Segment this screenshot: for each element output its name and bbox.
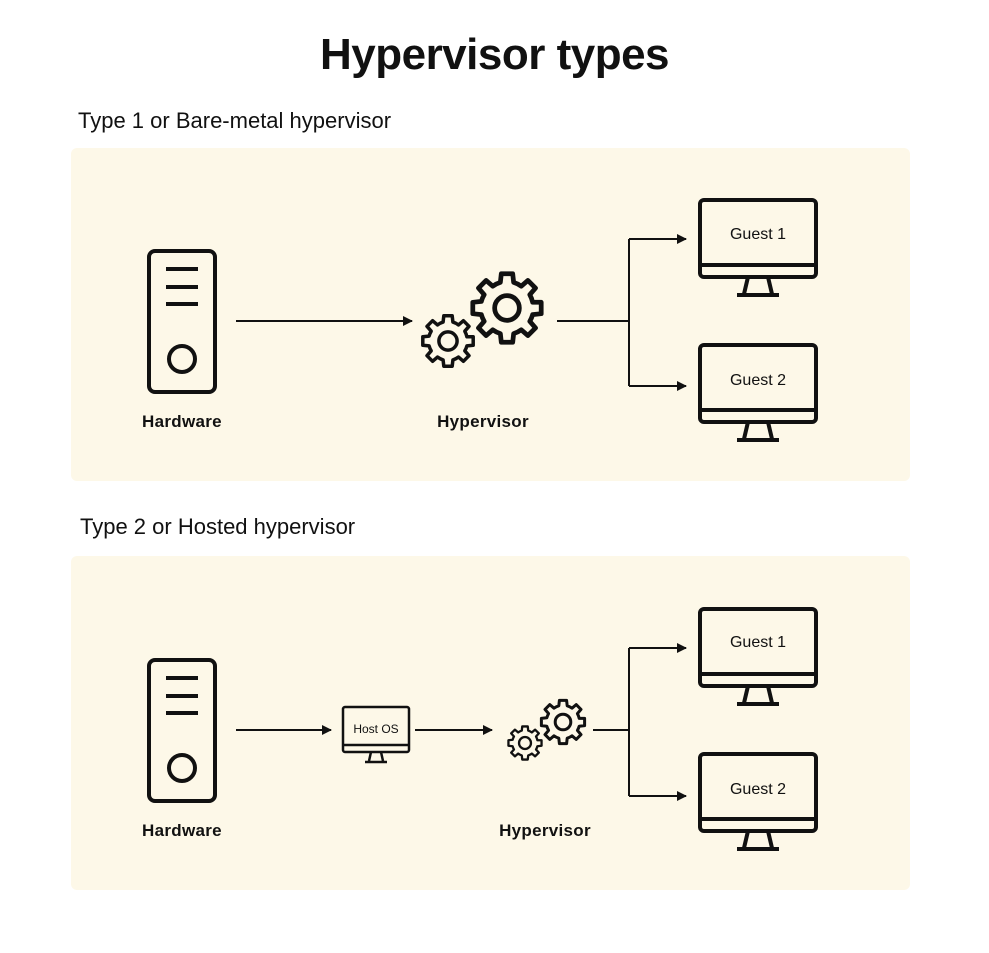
type1-heading: Type 1 or Bare-metal hypervisor bbox=[78, 108, 392, 133]
type2-host-os-monitor-icon bbox=[341, 705, 411, 764]
type1-guest1-monitor-icon bbox=[698, 198, 818, 297]
type1-hardware-label: Hardware bbox=[142, 412, 222, 431]
type2-guest2-monitor-icon bbox=[698, 752, 818, 851]
type2-host-os-label: Host OS bbox=[353, 722, 398, 736]
type2-hardware-label: Hardware bbox=[142, 821, 222, 840]
type1-hypervisor-label: Hypervisor bbox=[437, 412, 529, 431]
type2-guest2-label: Guest 2 bbox=[730, 781, 786, 798]
type2-hypervisor-label: Hypervisor bbox=[499, 821, 591, 840]
type1-guest2-label: Guest 2 bbox=[730, 372, 786, 389]
page-title: Hypervisor types bbox=[319, 30, 670, 79]
type1-guest1-label: Guest 1 bbox=[730, 226, 786, 243]
type1-hypervisor-gears-icon bbox=[421, 274, 541, 368]
type1-hardware-icon bbox=[147, 249, 217, 394]
type2-hardware-icon bbox=[147, 658, 217, 803]
type2-heading: Type 2 or Hosted hypervisor bbox=[80, 514, 356, 539]
type2-guest1-monitor-icon bbox=[698, 607, 818, 706]
type2-branch-connector bbox=[593, 643, 687, 801]
type1-guest2-monitor-icon bbox=[698, 343, 818, 442]
type2-guest1-label: Guest 1 bbox=[730, 634, 786, 651]
type1-branch-connector bbox=[557, 234, 687, 391]
type2-hypervisor-gears-icon bbox=[507, 698, 587, 761]
